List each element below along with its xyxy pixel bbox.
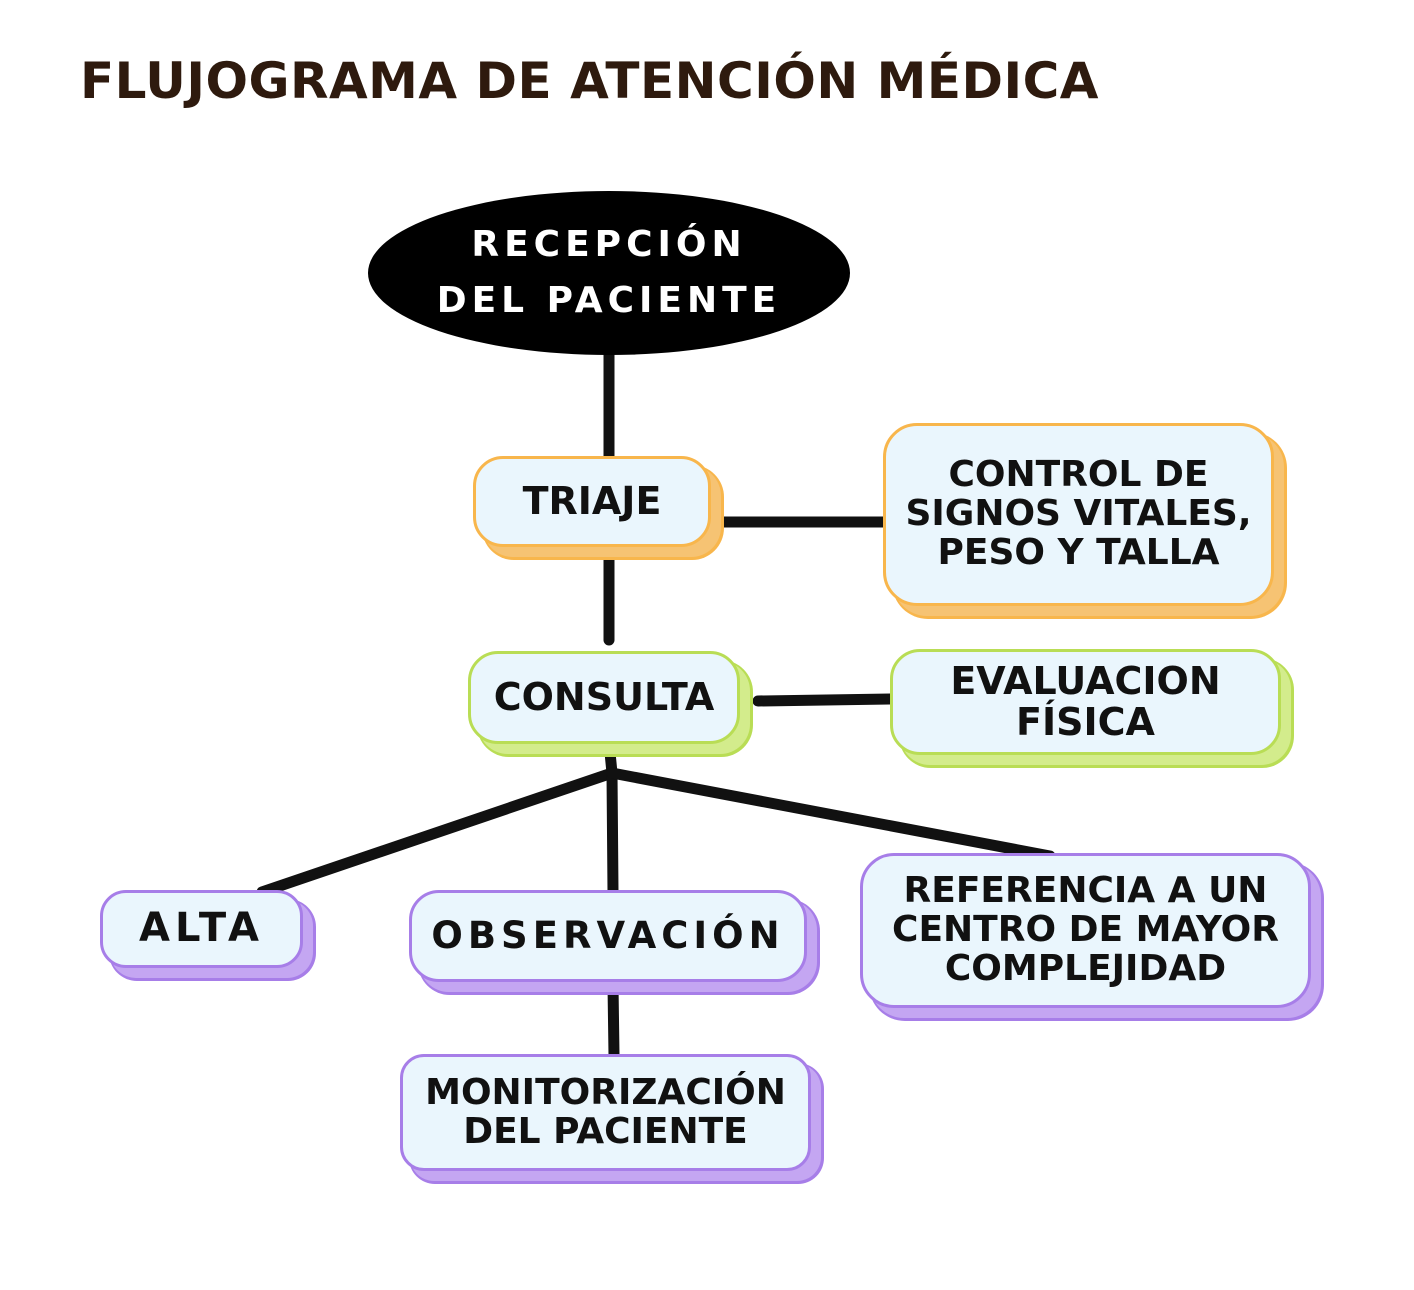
page-title: FLUJOGRAMA DE ATENCIÓN MÉDICA xyxy=(80,52,1099,110)
node-reception: RECEPCIÓN DEL PACIENTE xyxy=(368,191,850,355)
connector-hub-observation xyxy=(606,767,619,898)
connector-observation-monitoring xyxy=(607,979,620,1061)
node-monitoring-line1: MONITORIZACIÓN xyxy=(425,1071,786,1113)
node-referral-line2: CENTRO DE MAYOR xyxy=(892,909,1279,951)
node-observation-label: OBSERVACIÓN xyxy=(431,914,785,958)
node-vitals-line2: SIGNOS VITALES, xyxy=(905,493,1252,535)
node-vitals-line3: PESO Y TALLA xyxy=(937,531,1220,573)
node-referral: REFERENCIA A UN CENTRO DE MAYOR COMPLEJI… xyxy=(860,853,1311,1008)
node-physical-exam: EVALUACION FÍSICA xyxy=(890,649,1281,755)
node-monitoring-line2: DEL PACIENTE xyxy=(463,1110,748,1152)
node-referral-line3: COMPLEJIDAD xyxy=(944,947,1227,989)
node-monitoring: MONITORIZACIÓN DEL PACIENTE xyxy=(400,1054,811,1171)
connector-consultation-physical-exam xyxy=(752,693,898,707)
node-observation: OBSERVACIÓN xyxy=(409,890,807,982)
node-vitals: CONTROL DE SIGNOS VITALES, PESO Y TALLA xyxy=(883,423,1274,606)
connector-hub-discharge xyxy=(256,767,618,898)
node-referral-line1: REFERENCIA A UN xyxy=(903,870,1268,912)
node-physical-exam-line1: EVALUACION xyxy=(950,658,1221,703)
node-reception-line2: DEL PACIENTE xyxy=(436,280,782,321)
node-triage: TRIAJE xyxy=(473,456,711,547)
node-triage-label: TRIAJE xyxy=(522,478,662,523)
connector-hub-referral xyxy=(606,767,1056,862)
node-reception-line1: RECEPCIÓN xyxy=(471,224,747,266)
node-vitals-line1: CONTROL DE xyxy=(948,454,1209,496)
node-consultation-label: CONSULTA xyxy=(493,674,715,719)
node-discharge: ALTA xyxy=(100,890,303,968)
node-discharge-label: ALTA xyxy=(139,905,264,952)
node-consultation: CONSULTA xyxy=(468,651,740,744)
node-physical-exam-line2: FÍSICA xyxy=(1016,700,1155,744)
